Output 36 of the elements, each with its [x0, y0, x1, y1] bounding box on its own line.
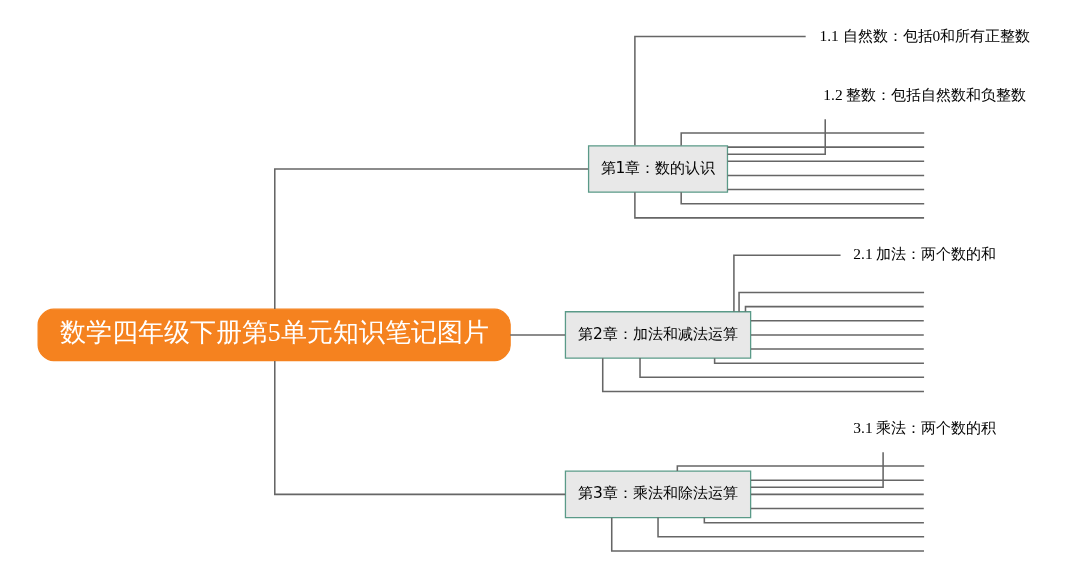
connector [703, 517, 925, 524]
connector [601, 357, 925, 393]
node-text: 1.2 整数：包括自然数和负整数 [823, 85, 1027, 103]
node-text: 3.1 乘法：两个数的积 [853, 418, 997, 436]
connector [657, 516, 925, 538]
connector [634, 191, 925, 219]
connector [727, 160, 925, 163]
connector [726, 118, 826, 155]
connector [750, 334, 925, 336]
connector [274, 360, 567, 496]
node-box: 数学四年级下册第5单元知识笔记图片 [37, 308, 511, 362]
node-box: 第2章：加法和减法运算 [564, 311, 752, 359]
connector [750, 348, 925, 350]
connector [727, 174, 925, 177]
connector [727, 146, 925, 148]
connector [274, 168, 589, 310]
connector [680, 132, 925, 147]
connector [738, 291, 925, 313]
connector [750, 493, 925, 496]
connector [744, 305, 925, 313]
connector [750, 451, 884, 489]
connector [610, 516, 925, 552]
connector [750, 507, 925, 510]
connector [750, 479, 925, 481]
node-box: 第1章：数的认识 [587, 145, 729, 193]
connector [680, 191, 925, 205]
connector [727, 188, 925, 191]
node-box: 第3章：乘法和除法运算 [564, 470, 752, 519]
connector [634, 35, 807, 147]
node-text: 1.1 自然数：包括0和所有正整数 [819, 26, 1031, 44]
node-text: 2.1 加法：两个数的和 [853, 245, 997, 263]
connector [750, 320, 925, 322]
connector [713, 357, 925, 364]
connector [509, 334, 566, 336]
connector [639, 357, 925, 379]
connector [733, 254, 842, 313]
